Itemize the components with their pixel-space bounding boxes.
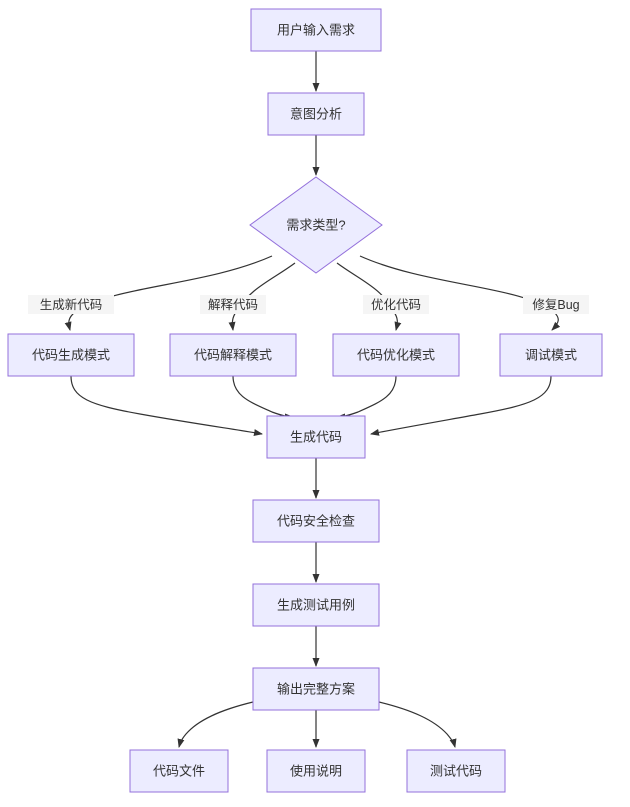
node-label: 输出完整方案 [277, 681, 355, 696]
edge-label-bg [523, 295, 589, 314]
edge-label-bg [200, 295, 266, 314]
node-mode-code-generation[interactable]: 代码生成模式 [7, 333, 135, 377]
node-label: 代码优化模式 [357, 347, 435, 362]
node-generate-test-cases[interactable]: 生成测试用例 [252, 583, 380, 627]
node-shape[interactable] [267, 92, 365, 136]
node-label: 用户输入需求 [277, 22, 355, 37]
node-label: 代码文件 [153, 763, 205, 778]
node-intent-analysis[interactable]: 意图分析 [267, 92, 365, 136]
node-label: 代码生成模式 [32, 347, 110, 362]
node-code-security-check[interactable]: 代码安全检查 [252, 499, 380, 543]
edge-label-text: 修复Bug [532, 297, 579, 312]
edge-output-to-file [177, 701, 254, 748]
node-shape[interactable] [252, 583, 380, 627]
node-label: 代码安全检查 [277, 513, 355, 528]
node-mode-code-optimization[interactable]: 代码优化模式 [332, 333, 460, 377]
edge-label-generate-new-code: 生成新代码 [28, 295, 114, 314]
node-shape[interactable] [7, 333, 135, 377]
node-label: 代码解释模式 [194, 347, 272, 362]
node-shape[interactable] [250, 8, 382, 52]
edge-label-bg [28, 295, 114, 314]
node-shape[interactable] [499, 333, 603, 377]
node-label: 使用说明 [290, 763, 342, 778]
edge-label-text: 解释代码 [208, 298, 258, 312]
node-shape[interactable] [332, 333, 460, 377]
edge-mode-explain-to-gen-code [232, 375, 294, 421]
edge-labels-layer: 生成新代码 解释代码 优化代码 修复Bug [28, 295, 589, 314]
node-label: 意图分析 [290, 106, 342, 121]
node-shape[interactable] [252, 499, 380, 543]
node-label: 生成测试用例 [277, 597, 355, 612]
node-label: 调试模式 [525, 347, 577, 362]
node-mode-debug[interactable]: 调试模式 [499, 333, 603, 377]
edge-output-to-testcode [378, 701, 457, 748]
edge-mode-generate-to-gen-code [70, 375, 263, 437]
node-usage-manual[interactable]: 使用说明 [266, 749, 366, 793]
node-shape[interactable] [252, 667, 380, 711]
edge-label-explain-code: 解释代码 [200, 295, 266, 314]
node-shape[interactable] [266, 415, 366, 459]
node-output-full-solution[interactable]: 输出完整方案 [252, 667, 380, 711]
node-generate-code[interactable]: 生成代码 [266, 415, 366, 459]
edge-decision-to-mode-debug [359, 255, 561, 331]
edge-label-fix-bug: 修复Bug [523, 295, 589, 314]
node-label: 需求类型? [286, 217, 345, 232]
node-shape[interactable] [249, 176, 383, 274]
node-shape[interactable] [129, 749, 229, 793]
node-requirement-type-decision[interactable]: 需求类型? [249, 176, 383, 274]
edge-label-text: 优化代码 [371, 298, 421, 312]
edges-layer [64, 51, 561, 748]
edge-label-bg [363, 295, 429, 314]
nodes-layer: 用户输入需求 意图分析 需求类型? 代码生成模式 代码解释模式 代码优化模式 调… [7, 8, 603, 793]
node-shape[interactable] [406, 749, 506, 793]
node-mode-code-explanation[interactable]: 代码解释模式 [169, 333, 297, 377]
edge-label-text: 生成新代码 [40, 297, 103, 312]
edge-label-optimize-code: 优化代码 [363, 295, 429, 314]
node-label: 测试代码 [430, 763, 482, 778]
node-label: 生成代码 [290, 429, 342, 444]
edge-decision-to-mode-generate [64, 255, 273, 331]
edge-mode-optimize-to-gen-code [336, 375, 397, 421]
node-code-file[interactable]: 代码文件 [129, 749, 229, 793]
node-shape[interactable] [266, 749, 366, 793]
node-shape[interactable] [169, 333, 297, 377]
edge-mode-debug-to-gen-code [370, 375, 552, 436]
node-test-code[interactable]: 测试代码 [406, 749, 506, 793]
node-user-input[interactable]: 用户输入需求 [250, 8, 382, 52]
